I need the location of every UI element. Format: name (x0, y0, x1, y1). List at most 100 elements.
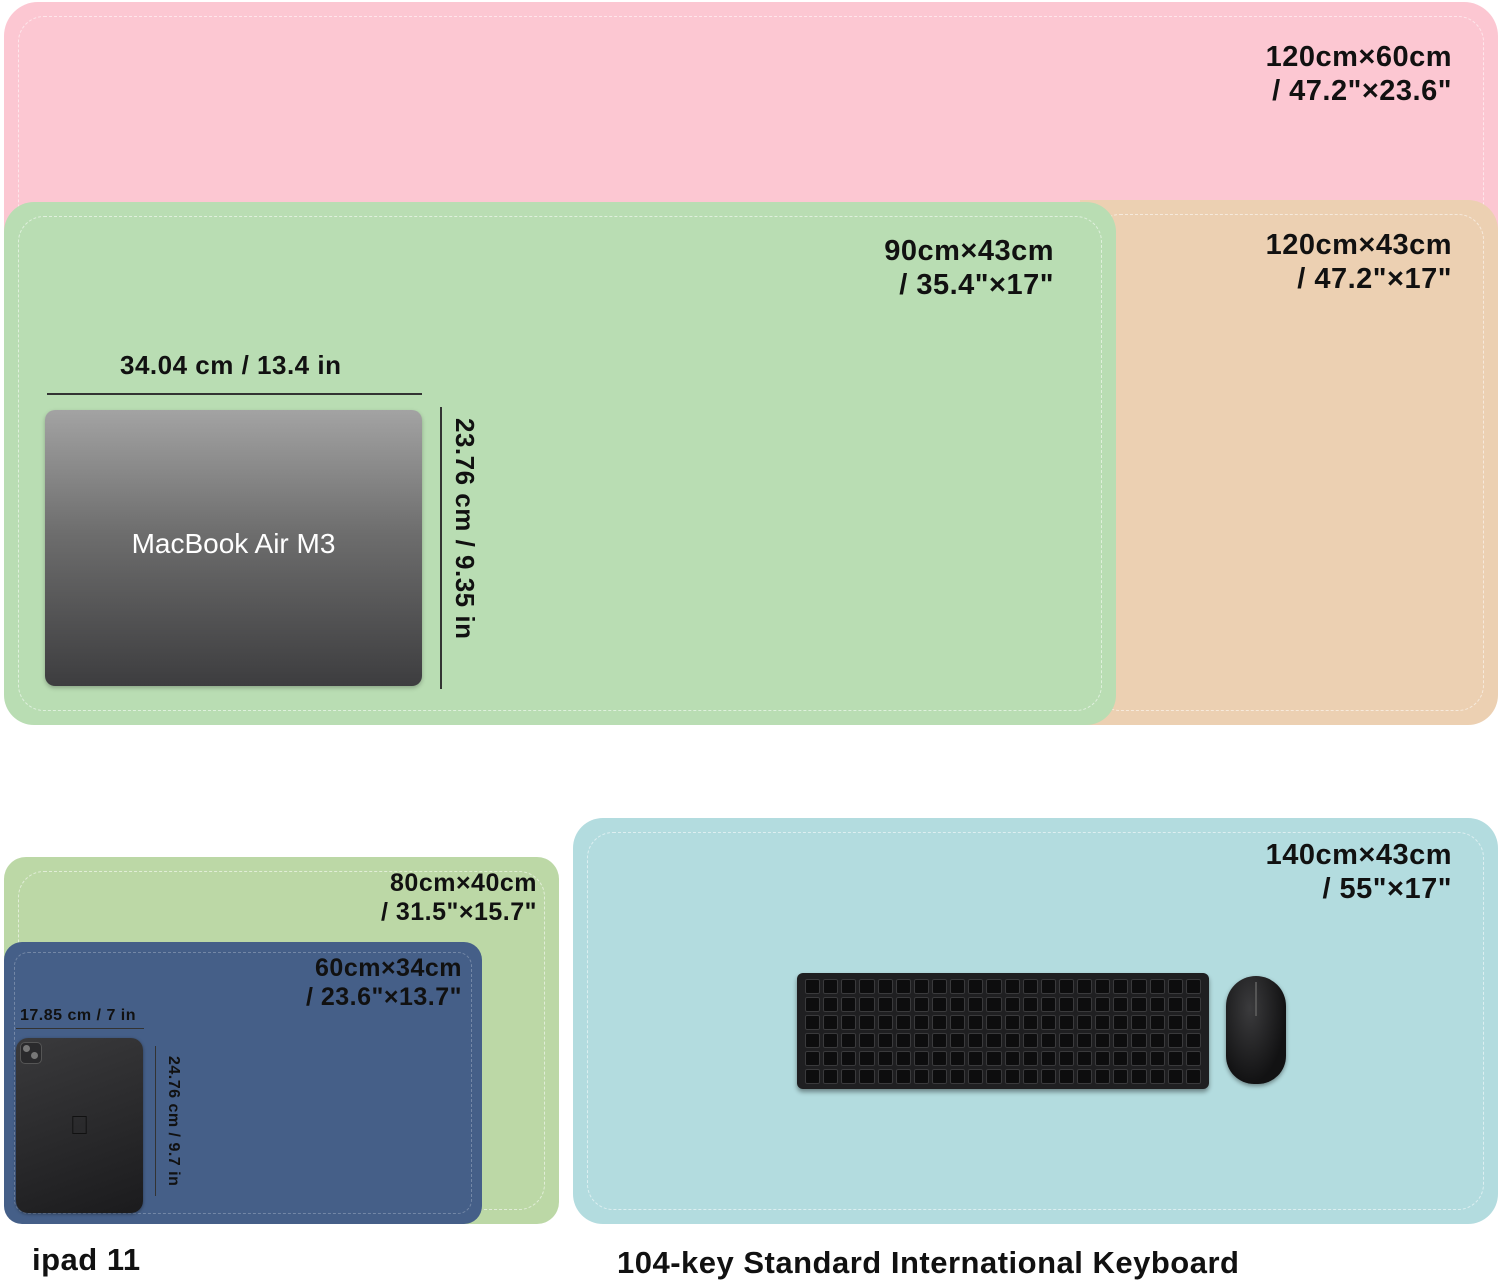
keyboard-key (1022, 1015, 1038, 1030)
keyboard-key (1131, 1051, 1147, 1066)
keyboard-key (1167, 979, 1183, 994)
keyboard-key (1131, 979, 1147, 994)
keyboard-key (968, 979, 984, 994)
apple-logo-icon:  (16, 1110, 143, 1141)
keyboard-key (823, 997, 839, 1012)
mat-pink-imperial: / 47.2"×23.6" (1272, 75, 1452, 107)
keyboard-key (841, 1069, 857, 1084)
keyboard-key (968, 1069, 984, 1084)
tablet-height-line (155, 1046, 156, 1196)
keyboard-key (823, 1015, 839, 1030)
keyboard-icon (797, 973, 1209, 1089)
keyboard-key (1004, 997, 1020, 1012)
keyboard-key (1077, 997, 1093, 1012)
keyboard-key (931, 979, 948, 994)
keyboard-key (913, 1051, 929, 1066)
keyboard-key (1095, 1015, 1111, 1030)
keyboard-key (986, 1051, 1002, 1066)
keyboard-key (895, 1051, 911, 1066)
keyboard-key (1113, 1051, 1129, 1066)
keyboard-key (1167, 1033, 1183, 1048)
keyboard-key (859, 1051, 875, 1066)
tablet-ipad:  (16, 1038, 143, 1213)
keyboard-key (1113, 979, 1129, 994)
keyboard-key (805, 997, 821, 1012)
keyboard-key (950, 997, 966, 1012)
keyboard-key (1167, 1015, 1183, 1030)
tablet-height-label: 24.76 cm / 9.7 in (165, 1056, 182, 1187)
keyboard-key (986, 979, 1002, 994)
keyboard-key (1131, 1033, 1147, 1048)
keyboard-key (1185, 1069, 1201, 1084)
keyboard-key (823, 1051, 839, 1066)
mat-tan-imperial: / 47.2"×17" (1297, 263, 1452, 295)
keyboard-key (805, 1069, 821, 1084)
keyboard-key (1149, 1051, 1165, 1066)
keyboard-key (1058, 979, 1075, 994)
keyboard-key (1095, 1051, 1111, 1066)
mat-pink-metric: 120cm×60cm (1265, 41, 1452, 73)
keyboard-key (1022, 1051, 1038, 1066)
keyboard-key (1077, 1015, 1093, 1030)
mouse-icon (1226, 976, 1286, 1084)
keyboard-key (1058, 1051, 1075, 1066)
keyboard-key (1095, 979, 1111, 994)
keyboard-key (859, 1069, 875, 1084)
tablet-width-line (16, 1028, 144, 1029)
laptop-label: MacBook Air M3 (131, 528, 336, 559)
mat-navy-imperial: / 23.6"×13.7" (305, 983, 462, 1011)
keyboard-key (1077, 1033, 1093, 1048)
keyboard-key (913, 1069, 929, 1084)
keyboard-key (1167, 1051, 1183, 1066)
keyboard-key (1040, 1051, 1056, 1066)
keyboard-key (1040, 1069, 1056, 1084)
keyboard-key (1131, 1069, 1147, 1084)
mat-blue-metric: 140cm×43cm (1265, 839, 1452, 871)
keyboard-key (968, 997, 984, 1012)
keyboard-key (1095, 1069, 1111, 1084)
keyboard-key (913, 1015, 929, 1030)
keyboard-key (986, 1015, 1002, 1030)
keyboard-key (1058, 997, 1075, 1012)
keyboard-key (1004, 1015, 1020, 1030)
keyboard-key (1185, 1033, 1201, 1048)
keyboard-key (1058, 1033, 1075, 1048)
keyboard-key (1022, 997, 1038, 1012)
mat-green-imperial: / 35.4"×17" (899, 269, 1054, 301)
keyboard-key (877, 979, 893, 994)
keyboard-key (986, 1069, 1002, 1084)
keyboard-key (1095, 997, 1111, 1012)
keyboard-key (1040, 979, 1056, 994)
keyboard-key (950, 1069, 966, 1084)
keyboard-key (1040, 1015, 1056, 1030)
keyboard-key (877, 1069, 893, 1084)
keyboard-key (805, 1033, 821, 1048)
keyboard-key (1185, 1051, 1201, 1066)
keyboard-key (805, 1015, 821, 1030)
laptop-height-line (440, 407, 442, 689)
keyboard-key (1004, 979, 1020, 994)
keyboard-key (931, 1033, 948, 1048)
keyboard-key (859, 1015, 875, 1030)
keyboard-key (968, 1051, 984, 1066)
keyboard-key (841, 1051, 857, 1066)
keyboard-key (950, 1033, 966, 1048)
mat-navy-dimensions: 60cm×34cm / 23.6"×13.7" (306, 954, 462, 1012)
keyboard-key (1167, 997, 1183, 1012)
keyboard-key (1004, 1033, 1020, 1048)
keyboard-key (841, 979, 857, 994)
mat-tan-metric: 120cm×43cm (1265, 229, 1452, 261)
keyboard-key (1185, 997, 1201, 1012)
mat-tan-120x43: 120cm×43cm / 47.2"×17" (1080, 200, 1498, 725)
keyboard-key (1077, 979, 1093, 994)
laptop-macbook-air: MacBook Air M3 (45, 410, 422, 686)
keyboard-key (950, 1051, 966, 1066)
keyboard-key (859, 979, 875, 994)
keyboard-key (1113, 1015, 1129, 1030)
keyboard-key (931, 997, 948, 1012)
keyboard-key (859, 997, 875, 1012)
keyboard-key (913, 997, 929, 1012)
mat-green-small-imperial: / 31.5"×15.7" (380, 898, 537, 926)
keyboard-key (841, 997, 857, 1012)
keyboard-key (1022, 1033, 1038, 1048)
